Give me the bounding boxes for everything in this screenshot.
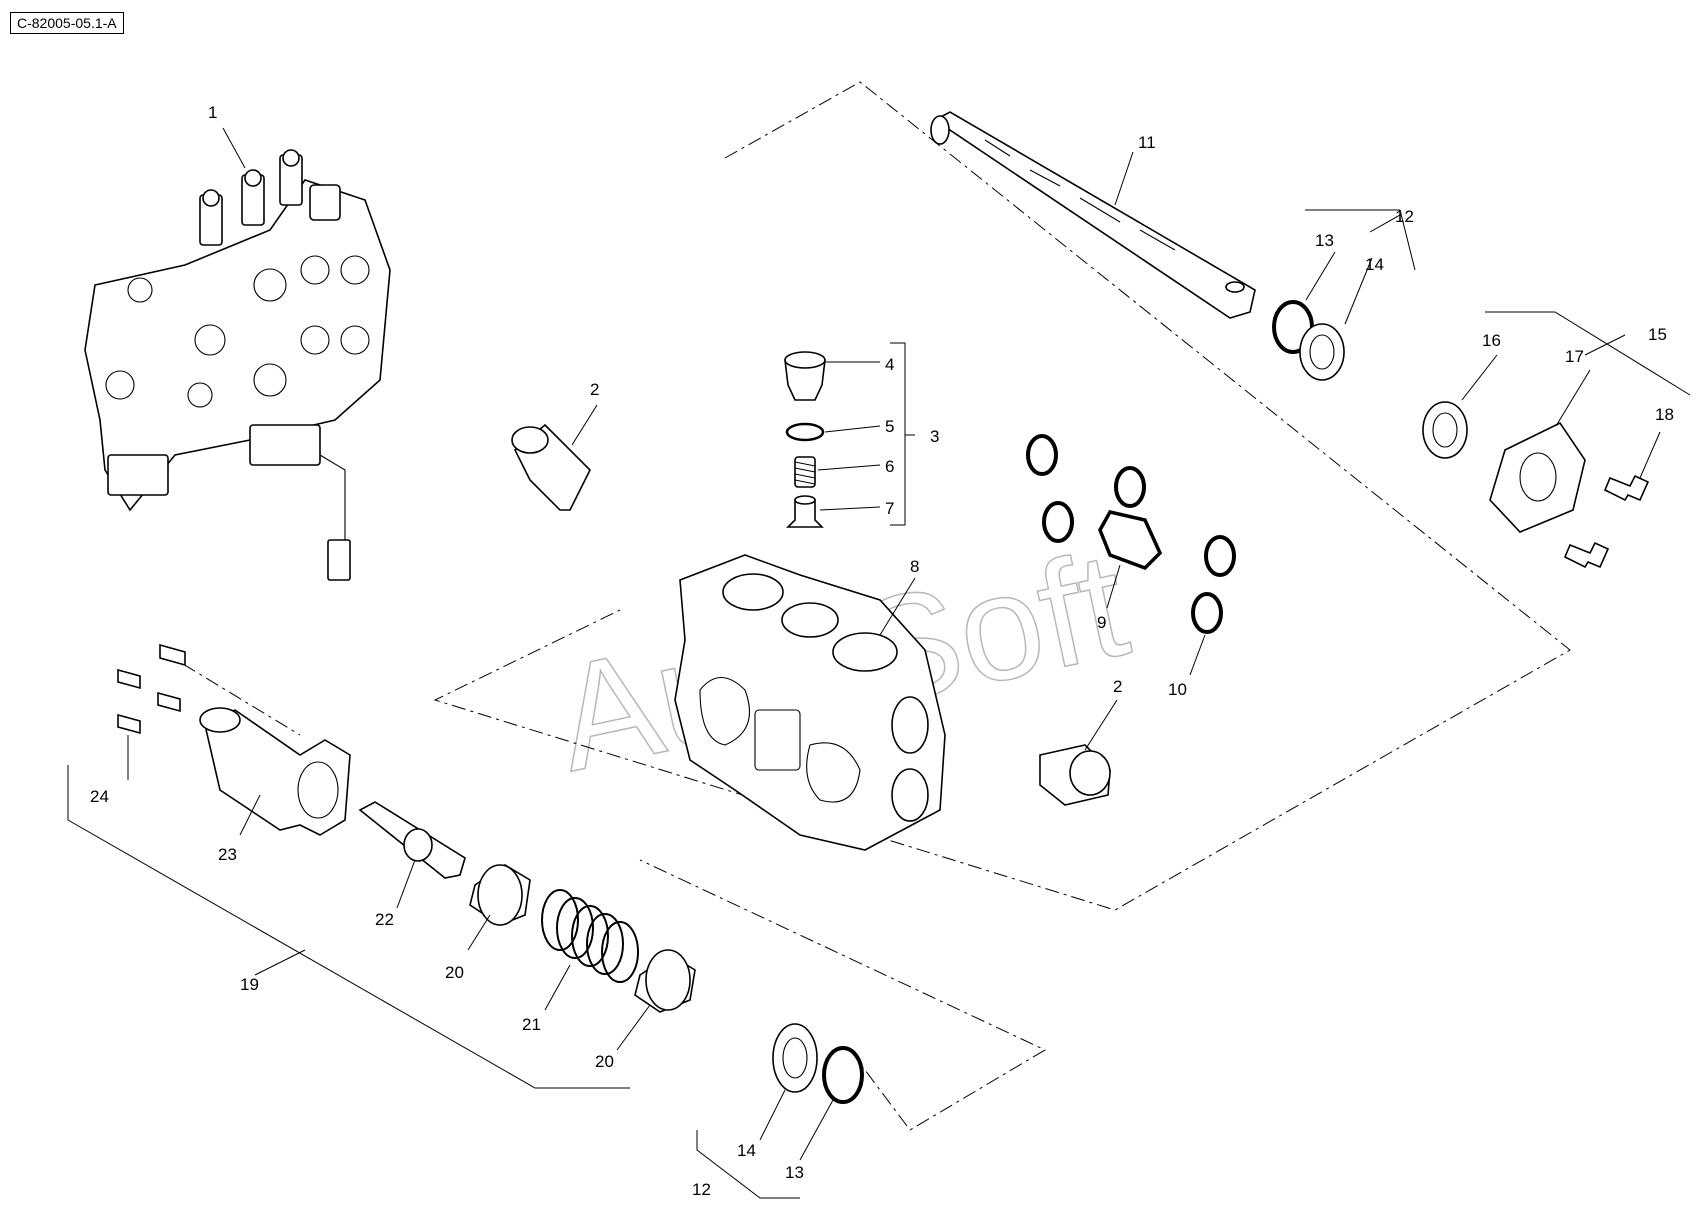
callout-17: 17 (1565, 347, 1584, 366)
spool-assembly-outline (433, 81, 1571, 911)
callout-numbers: 1 2 2 3 4 5 6 7 8 9 10 11 12 12 13 13 14… (90, 103, 1674, 1199)
bracket-12-top (1305, 209, 1416, 271)
o-ring-9-c (1114, 466, 1146, 508)
callout-15: 15 (1648, 325, 1667, 344)
callout-1: 1 (208, 103, 217, 122)
callout-19: 19 (240, 975, 259, 994)
callout-12-bottom: 12 (692, 1180, 711, 1199)
callout-20-bottom: 20 (595, 1052, 614, 1071)
callout-16: 16 (1482, 331, 1501, 350)
flange-plate-17 (1489, 421, 1586, 533)
o-ring-9-b (1042, 501, 1074, 543)
o-ring-10-b (1191, 592, 1223, 634)
screw-18-lower (1563, 541, 1610, 569)
bushing-20-bottom (634, 949, 696, 1013)
washer-14-bottom (772, 1023, 818, 1093)
callout-8: 8 (910, 557, 919, 576)
callout-9: 9 (1097, 613, 1106, 632)
o-ring-5 (785, 422, 825, 442)
bracket-19 (67, 765, 630, 1089)
callout-13-top: 13 (1315, 231, 1334, 250)
callout-13-bottom: 13 (785, 1163, 804, 1182)
spring-6 (794, 456, 816, 488)
o-ring-9-a (1026, 434, 1058, 476)
callout-21: 21 (522, 1015, 541, 1034)
plug-2-left (511, 423, 591, 511)
callout-23: 23 (218, 845, 237, 864)
shaft-22 (358, 801, 466, 879)
bracket-3 (890, 342, 906, 526)
gasket-9 (1098, 510, 1163, 571)
washer-14-top (1299, 323, 1345, 381)
reference-code: C-82005-05.1-A (10, 12, 124, 34)
callout-2-left: 2 (590, 380, 599, 399)
callout-2-right: 2 (1113, 677, 1122, 696)
callout-10: 10 (1168, 680, 1187, 699)
valve-block-assembly (84, 149, 391, 581)
callout-18: 18 (1655, 405, 1674, 424)
callout-7: 7 (885, 499, 894, 518)
seal-16 (1422, 401, 1468, 459)
o-ring-10-a (1204, 535, 1236, 577)
leader-lines (127, 127, 1661, 1161)
poppet-7 (786, 495, 824, 528)
bracket-15 (1485, 311, 1691, 396)
callout-3: 3 (930, 427, 939, 446)
callout-14-bottom: 14 (737, 1141, 756, 1160)
callout-6: 6 (885, 457, 894, 476)
o-ring-13-bottom (822, 1046, 864, 1104)
screws-24 (117, 643, 186, 735)
callout-12-top: 12 (1395, 207, 1414, 226)
plug-4 (784, 351, 826, 401)
bracket-12-bottom (696, 1130, 800, 1199)
end-cover-23 (199, 707, 351, 836)
callout-20-top: 20 (445, 963, 464, 982)
spring-21 (541, 889, 639, 983)
callout-11: 11 (1138, 133, 1156, 152)
end-assembly-outline (639, 859, 1047, 1131)
valve-section-body-8 (674, 554, 946, 851)
callout-4: 4 (885, 355, 894, 374)
callout-24: 24 (90, 787, 109, 806)
callout-5: 5 (885, 417, 894, 436)
callout-14-top: 14 (1365, 255, 1384, 274)
screw-18-upper (1603, 474, 1650, 502)
callout-22: 22 (375, 910, 394, 929)
bushing-20-top (469, 864, 531, 926)
plug-2-right (1039, 744, 1111, 806)
spool (930, 111, 1256, 319)
